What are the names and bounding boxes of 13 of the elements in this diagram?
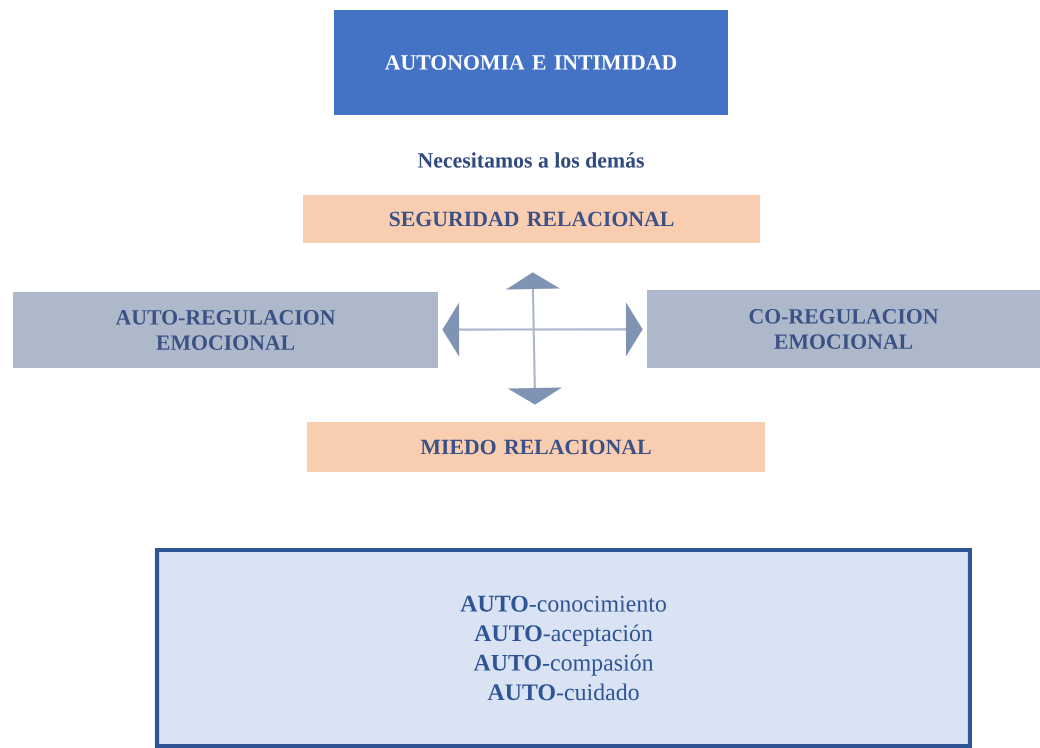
note-text: Necesitamos a los demás xyxy=(417,152,644,168)
list-item: AUTO-conocimiento xyxy=(460,595,666,612)
category-box: AUTO-REGULACION EMOCIONAL xyxy=(13,292,438,368)
list-box xyxy=(154,547,973,748)
title-box: AUTONOMIA E INTIMIDAD xyxy=(334,10,728,115)
category-box: SEGURIDAD RELACIONAL xyxy=(303,195,760,243)
category-box: MIEDO RELACIONAL xyxy=(307,422,765,472)
list-item: AUTO-cuidado xyxy=(487,683,639,701)
direction-arrow xyxy=(505,272,562,405)
list-item: AUTO-aceptación xyxy=(474,624,653,647)
category-box: CO-REGULACION EMOCIONAL xyxy=(647,290,1040,368)
list-item: AUTO-compasión xyxy=(473,653,654,676)
direction-arrow xyxy=(442,302,643,357)
